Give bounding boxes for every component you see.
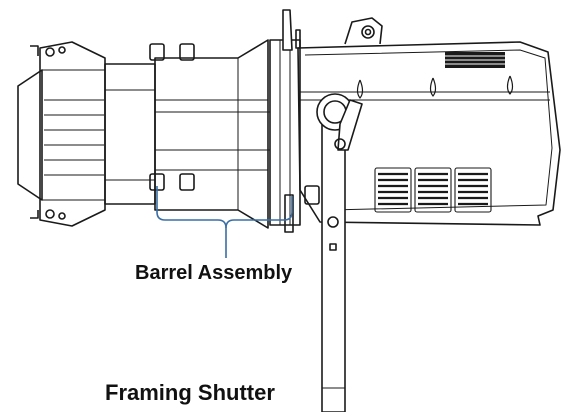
top-knob-bolt: [361, 25, 375, 39]
barrel-leader: [156, 186, 293, 258]
rear-housing: [297, 41, 561, 226]
barrel-assembly-label: Barrel Assembly: [135, 262, 293, 284]
shutter-handle-top: [282, 9, 293, 51]
top-knob: [344, 17, 383, 45]
yoke-hole: [327, 216, 339, 228]
yoke-lock-lever: [337, 99, 363, 151]
side-vents: [374, 167, 492, 213]
rear-housing-inner: [304, 49, 553, 211]
yoke-square: [329, 243, 337, 251]
barrel-knobs: [149, 43, 320, 205]
yoke-arm: [321, 114, 346, 413]
framing-shutter-label: Framing Shutter: [105, 380, 275, 405]
gel-frame-holder: [39, 41, 106, 227]
barrel-tube: [154, 39, 269, 229]
